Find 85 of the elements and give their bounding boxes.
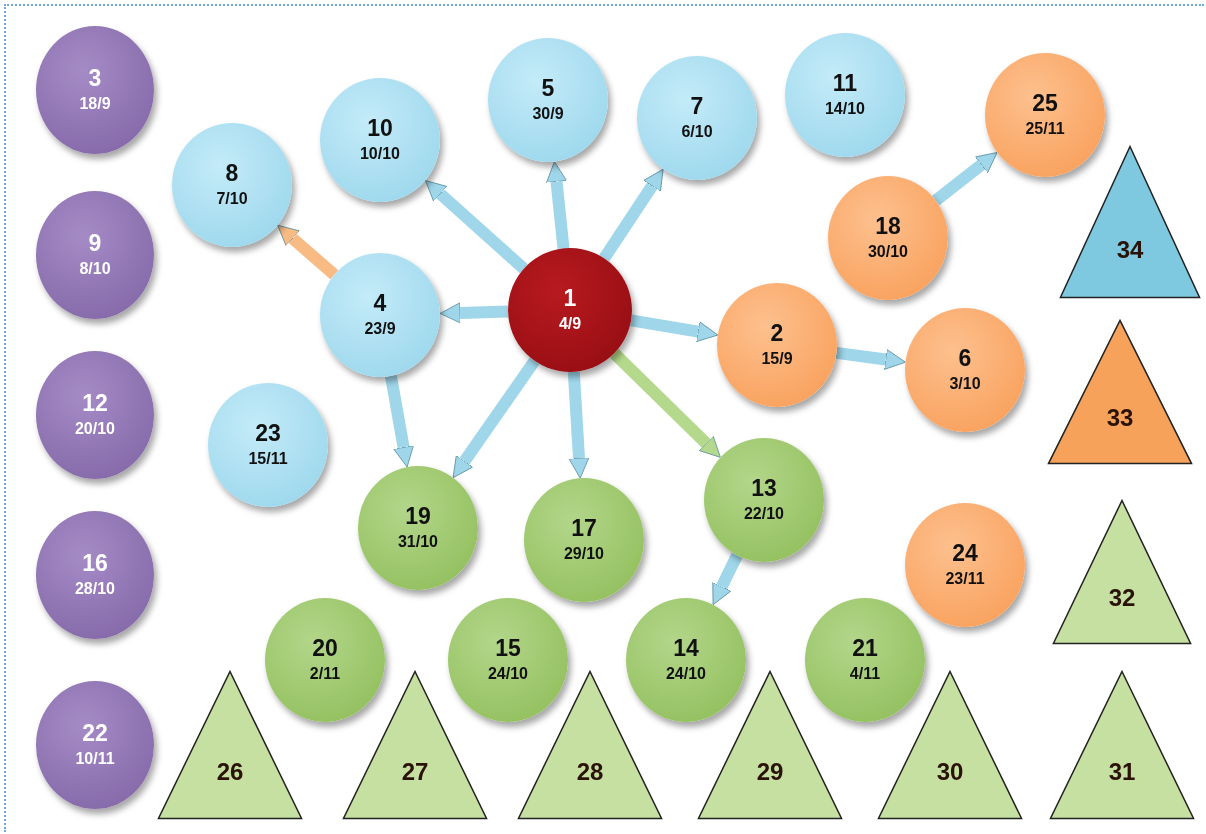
node-date: 15/9 <box>761 348 793 369</box>
triangle-node <box>1052 499 1192 645</box>
node-number: 29 <box>755 758 785 787</box>
node-number: 2 <box>770 320 784 348</box>
node-date: 15/11 <box>248 448 288 469</box>
node-number: 12 <box>82 390 108 418</box>
node-number: 34 <box>1115 236 1145 266</box>
block-arrow <box>610 349 721 458</box>
node-date: 24/10 <box>665 663 706 684</box>
node-number: 20 <box>312 635 338 663</box>
circle-node <box>985 53 1105 177</box>
node-number: 15 <box>495 635 521 663</box>
node-date: 10/10 <box>359 143 400 164</box>
block-arrow <box>932 152 998 206</box>
node-date: 29/10 <box>563 543 604 564</box>
block-arrow <box>277 224 339 280</box>
node-date: 7/10 <box>216 188 248 209</box>
node-number: 19 <box>405 503 431 531</box>
node-number: 30 <box>935 758 965 787</box>
node-number: 25 <box>1032 90 1058 118</box>
block-arrow <box>712 552 743 606</box>
block-arrow <box>599 168 664 262</box>
node-number: 7 <box>690 93 704 121</box>
node-number: 6 <box>958 345 972 373</box>
node-date: 10/11 <box>75 748 115 769</box>
triangle-node <box>1047 319 1193 465</box>
node-date: 31/10 <box>397 531 438 552</box>
node-number: 14 <box>673 635 699 663</box>
node-number: 21 <box>852 635 878 663</box>
block-arrow <box>546 161 570 249</box>
node-number: 17 <box>571 515 597 543</box>
node-date: 23/11 <box>945 568 985 589</box>
node-number: 33 <box>1105 404 1135 433</box>
node-date: 8/10 <box>79 258 111 279</box>
triangle-node <box>1049 670 1195 820</box>
node-date: 22/10 <box>743 503 784 524</box>
node-number: 16 <box>82 550 108 578</box>
node-number: 5 <box>541 75 555 103</box>
circle-node <box>320 253 440 377</box>
node-date: 24/10 <box>487 663 528 684</box>
block-arrow <box>567 371 590 479</box>
node-number: 23 <box>255 420 281 448</box>
node-number: 31 <box>1107 758 1137 787</box>
node-number: 1 <box>563 285 577 313</box>
block-arrow <box>425 180 528 274</box>
node-date: 2/11 <box>309 663 341 684</box>
node-date: 14/10 <box>824 98 865 119</box>
circle-node <box>626 598 746 722</box>
node-date: 4/9 <box>558 313 582 334</box>
triangle-node <box>342 670 488 820</box>
triangle-node <box>1059 145 1201 299</box>
node-number: 28 <box>575 758 605 787</box>
node-number: 10 <box>367 115 393 143</box>
node-number: 24 <box>952 540 978 568</box>
block-arrow <box>630 314 719 342</box>
node-date: 20/10 <box>74 418 115 439</box>
node-number: 8 <box>225 160 239 188</box>
block-arrow <box>452 357 540 479</box>
circle-node <box>704 438 824 562</box>
node-number: 18 <box>875 213 901 241</box>
node-number: 11 <box>832 70 858 98</box>
node-date: 25/11 <box>1025 118 1065 139</box>
node-date: 30/10 <box>867 241 908 262</box>
node-number: 13 <box>751 475 777 503</box>
circle-node <box>508 248 632 372</box>
node-date: 3/10 <box>949 373 981 394</box>
circle-node <box>905 503 1025 627</box>
circle-node <box>448 598 568 722</box>
triangle-node <box>157 670 303 820</box>
node-date: 6/10 <box>681 121 713 142</box>
block-arrow <box>439 302 509 324</box>
node-number: 22 <box>82 720 108 748</box>
node-date: 30/9 <box>532 103 564 124</box>
node-number: 32 <box>1107 584 1137 613</box>
node-number: 3 <box>88 65 102 93</box>
block-arrow <box>835 346 906 370</box>
node-date: 18/9 <box>79 93 111 114</box>
node-number: 26 <box>215 758 245 787</box>
node-date: 23/9 <box>364 318 396 339</box>
node-number: 4 <box>373 290 387 318</box>
node-date: 28/10 <box>74 578 115 599</box>
node-number: 9 <box>88 230 102 258</box>
node-date: 4/11 <box>849 663 881 684</box>
node-number: 27 <box>400 758 430 787</box>
block-arrow <box>385 374 414 468</box>
